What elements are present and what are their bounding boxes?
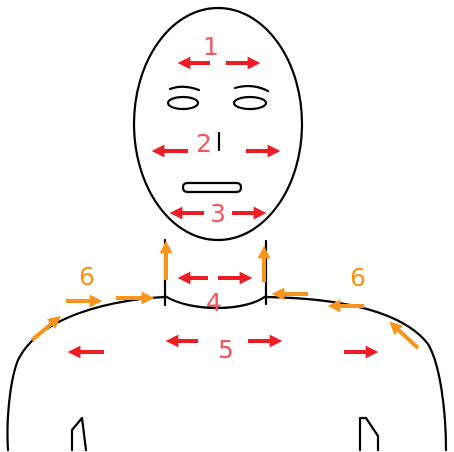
left-eye <box>168 97 198 109</box>
left-eyebrow <box>170 87 199 90</box>
label-nose: 2 <box>196 129 212 158</box>
label-neck: 4 <box>206 288 222 317</box>
right-eyebrow <box>235 86 268 91</box>
label-forehead: 1 <box>203 32 219 61</box>
label-shoulder-left: 6 <box>79 262 95 291</box>
body-outline <box>7 8 446 450</box>
right-arm-line <box>360 418 378 450</box>
mouth <box>183 183 241 192</box>
right-shoulder-line <box>266 297 446 450</box>
right-eye <box>234 97 266 109</box>
left-arm-line <box>72 418 86 450</box>
label-shoulder-right: 6 <box>350 263 366 292</box>
zone-labels: 1 2 3 4 5 6 6 <box>79 32 366 364</box>
left-shoulder-line <box>7 297 165 450</box>
face-features <box>168 86 268 192</box>
shoulder-left-outer-arrow <box>32 320 56 340</box>
label-chin: 3 <box>210 199 226 228</box>
label-chest: 5 <box>218 335 234 364</box>
